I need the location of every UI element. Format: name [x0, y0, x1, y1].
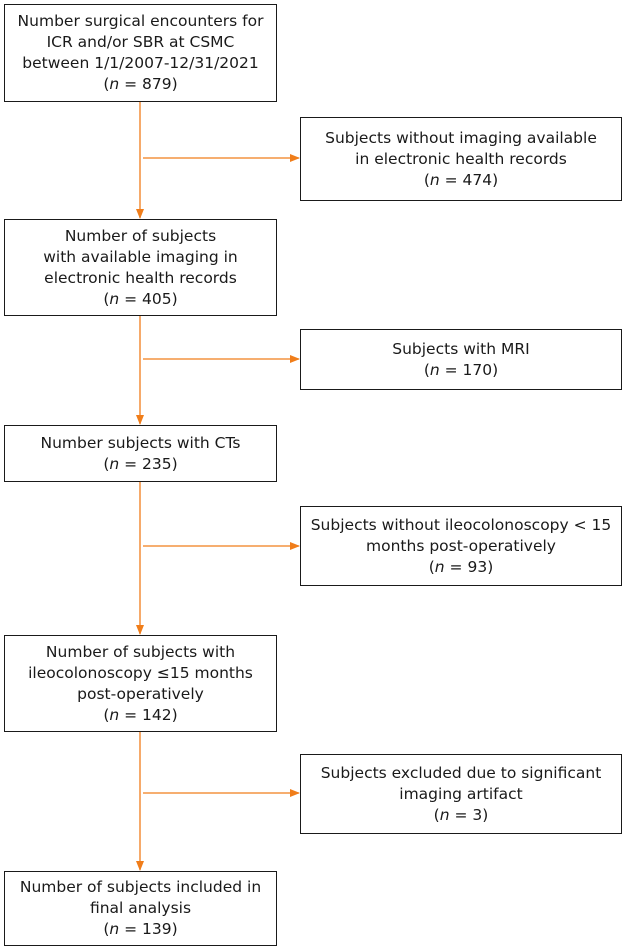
box-line: electronic health records — [44, 268, 237, 287]
box-without-ileocolonoscopy: Subjects without ileocolonoscopy < 15 mo… — [300, 506, 622, 586]
n-value: = 93) — [444, 557, 494, 576]
box-count: (n = 405) — [103, 289, 178, 308]
n-value: = 139) — [119, 920, 178, 938]
box-count: (n = 474) — [423, 170, 499, 189]
n-value: = 142) — [119, 705, 178, 724]
box-line: between 1/1/2007-12/31/2021 — [22, 54, 259, 72]
box-line: Subjects without imaging available — [325, 128, 597, 147]
box-count: (n = 139) — [103, 920, 178, 938]
n-symbol: n — [109, 920, 120, 938]
box-count: (n = 879) — [103, 75, 178, 93]
n-value: = 235) — [119, 454, 178, 473]
n-symbol: n — [109, 75, 120, 93]
box-line: post-operatively — [77, 684, 204, 703]
box-subjects-with-mri: Subjects with MRI (n = 170) — [300, 329, 622, 390]
box-line: ICR and/or SBR at CSMC — [46, 33, 235, 51]
box-line: months post-operatively — [366, 536, 556, 555]
n-symbol: n — [109, 705, 120, 724]
n-value: = 879) — [119, 75, 178, 93]
box-ileocolonoscopy: Number of subjects with ileocolonoscopy … — [4, 635, 277, 732]
box-count: (n = 3) — [433, 805, 489, 824]
n-value: = 405) — [119, 289, 178, 308]
n-symbol: n — [109, 454, 120, 473]
box-line: Number of subjects — [64, 226, 217, 245]
box-final-analysis: Number of subjects included in final ana… — [4, 871, 277, 946]
box-line: with available imaging in — [43, 247, 238, 266]
box-line: Number subjects with CTs — [40, 433, 241, 452]
n-symbol: n — [109, 289, 120, 308]
n-value: = 170) — [439, 360, 499, 379]
box-imaging-artifact: Subjects excluded due to significant ima… — [300, 754, 622, 834]
n-value: = 3) — [449, 805, 489, 824]
n-value: = 474) — [439, 170, 499, 189]
box-line: Subjects without ileocolonoscopy < 15 — [310, 515, 612, 534]
box-line: final analysis — [89, 899, 192, 917]
box-count: (n = 93) — [428, 557, 494, 576]
n-symbol: n — [429, 170, 440, 189]
box-count: (n = 142) — [103, 705, 178, 724]
n-symbol: n — [429, 360, 440, 379]
box-available-imaging: Number of subjects with available imagin… — [4, 219, 277, 316]
box-without-imaging: Subjects without imaging available in el… — [300, 117, 622, 201]
n-symbol: n — [434, 557, 445, 576]
box-count: (n = 235) — [103, 454, 178, 473]
box-line: Number of subjects with — [45, 642, 236, 661]
box-line: Subjects with MRI — [392, 339, 530, 358]
box-surgical-encounters: Number surgical encounters for ICR and/o… — [4, 4, 277, 102]
box-line: Number surgical encounters for — [17, 12, 264, 30]
box-line: Subjects excluded due to significant — [320, 763, 602, 782]
box-count: (n = 170) — [423, 360, 499, 379]
n-symbol: n — [439, 805, 450, 824]
box-line: imaging artifact — [399, 784, 523, 803]
box-line: ileocolonoscopy ≤15 months — [28, 663, 253, 682]
box-line: Number of subjects included in — [19, 878, 262, 896]
box-line: in electronic health records — [355, 149, 567, 168]
box-subjects-with-ct: Number subjects with CTs (n = 235) — [4, 425, 277, 482]
